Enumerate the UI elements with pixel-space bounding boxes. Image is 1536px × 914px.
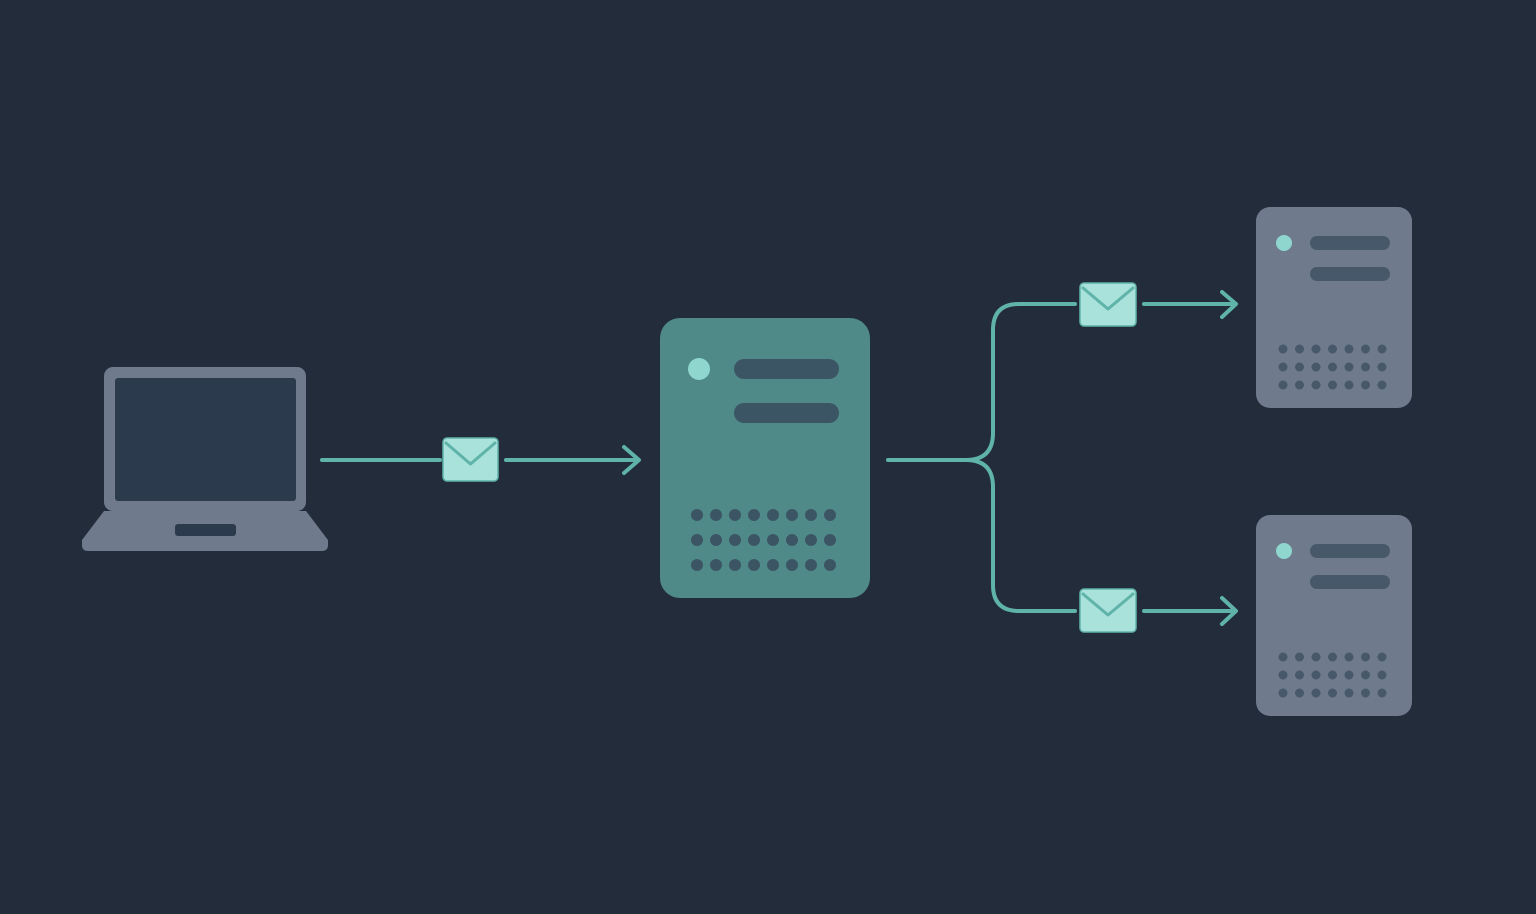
laptop-trackpad [175, 524, 236, 536]
vent-dot [805, 509, 817, 521]
vent-dot [729, 534, 741, 546]
laptop-icon [82, 367, 328, 551]
vent-dot [1295, 688, 1304, 698]
vent-dot [1278, 688, 1288, 698]
vent-dot [729, 509, 741, 521]
drive-bay [1310, 236, 1390, 250]
vent-dot [1361, 652, 1370, 662]
vent-dot [691, 559, 703, 571]
vent-dot [1295, 652, 1304, 662]
hub-server-body [660, 318, 870, 598]
vent-dot [824, 509, 836, 521]
vent-dot [786, 509, 798, 521]
vent-dot [1311, 362, 1321, 372]
vent-dot [1295, 670, 1304, 680]
vent-grid [1278, 652, 1387, 698]
vent-dot [1311, 344, 1321, 354]
destination-server-top-body [1256, 207, 1412, 408]
vent-dot [824, 559, 836, 571]
vent-dot [767, 534, 779, 546]
vent-dot [1377, 670, 1387, 680]
vent-dot [1377, 688, 1387, 698]
vent-dot [1344, 344, 1354, 354]
vent-dot [691, 509, 703, 521]
vent-dot [710, 559, 722, 571]
envelope-icon [1079, 282, 1137, 327]
vent-dot [748, 534, 760, 546]
vent-dot [1328, 688, 1337, 698]
arrowhead-icon [1220, 290, 1238, 319]
vent-dot [1278, 344, 1288, 354]
vent-dot [1344, 670, 1354, 680]
status-light [1276, 543, 1292, 559]
vent-dot [1361, 380, 1370, 390]
vent-dot [1344, 380, 1354, 390]
vent-dot [1278, 670, 1288, 680]
vent-dot [1295, 362, 1304, 372]
vent-dot [1311, 380, 1321, 390]
vent-dot [786, 534, 798, 546]
drive-bay [1310, 575, 1390, 589]
client-to-hub-connector [320, 445, 641, 475]
vent-dot [748, 559, 760, 571]
drive-bay [734, 403, 839, 423]
vent-dot [1295, 344, 1304, 354]
vent-dot [1377, 344, 1387, 354]
server-icon [1256, 207, 1412, 408]
vent-dot [1361, 670, 1370, 680]
vent-grid [691, 509, 836, 571]
vent-dot [691, 534, 703, 546]
vent-dot [1361, 362, 1370, 372]
destination-server-bottom-body [1256, 515, 1412, 716]
vent-dot [824, 534, 836, 546]
vent-dot [1377, 380, 1387, 390]
envelope-icon [1079, 588, 1137, 633]
vent-dot [729, 559, 741, 571]
vent-dot [1328, 344, 1337, 354]
vent-dot [1278, 380, 1288, 390]
vent-grid [1278, 344, 1387, 390]
drive-bay [734, 359, 839, 379]
vent-dot [1328, 652, 1337, 662]
vent-dot [1361, 344, 1370, 354]
vent-dot [1328, 362, 1337, 372]
vent-dot [1278, 652, 1288, 662]
vent-dot [1295, 380, 1304, 390]
laptop-screen [115, 378, 296, 501]
envelope-icon [442, 437, 499, 482]
vent-dot [1328, 380, 1337, 390]
vent-dot [767, 509, 779, 521]
vent-dot [1361, 688, 1370, 698]
vent-dot [710, 509, 722, 521]
hub-to-destinations-connector [886, 290, 1238, 626]
vent-dot [1377, 362, 1387, 372]
vent-dot [710, 534, 722, 546]
server-icon [1256, 515, 1412, 716]
vent-dot [1311, 652, 1321, 662]
vent-dot [786, 559, 798, 571]
vent-dot [1311, 670, 1321, 680]
vent-dot [1377, 652, 1387, 662]
status-light [688, 358, 710, 380]
arrowhead-icon [622, 445, 641, 475]
vent-dot [1344, 652, 1354, 662]
vent-dot [1278, 362, 1288, 372]
server-icon [660, 318, 870, 598]
vent-dot [805, 534, 817, 546]
vent-dot [1328, 670, 1337, 680]
vent-dot [767, 559, 779, 571]
drive-bay [1310, 267, 1390, 281]
arrowhead-icon [1220, 596, 1238, 626]
vent-dot [1344, 688, 1354, 698]
drive-bay [1310, 544, 1390, 558]
vent-dot [748, 509, 760, 521]
branch-line [886, 302, 1077, 462]
vent-dot [1311, 688, 1321, 698]
vent-dot [805, 559, 817, 571]
branch-line [964, 458, 1077, 613]
status-light [1276, 235, 1292, 251]
vent-dot [1344, 362, 1354, 372]
